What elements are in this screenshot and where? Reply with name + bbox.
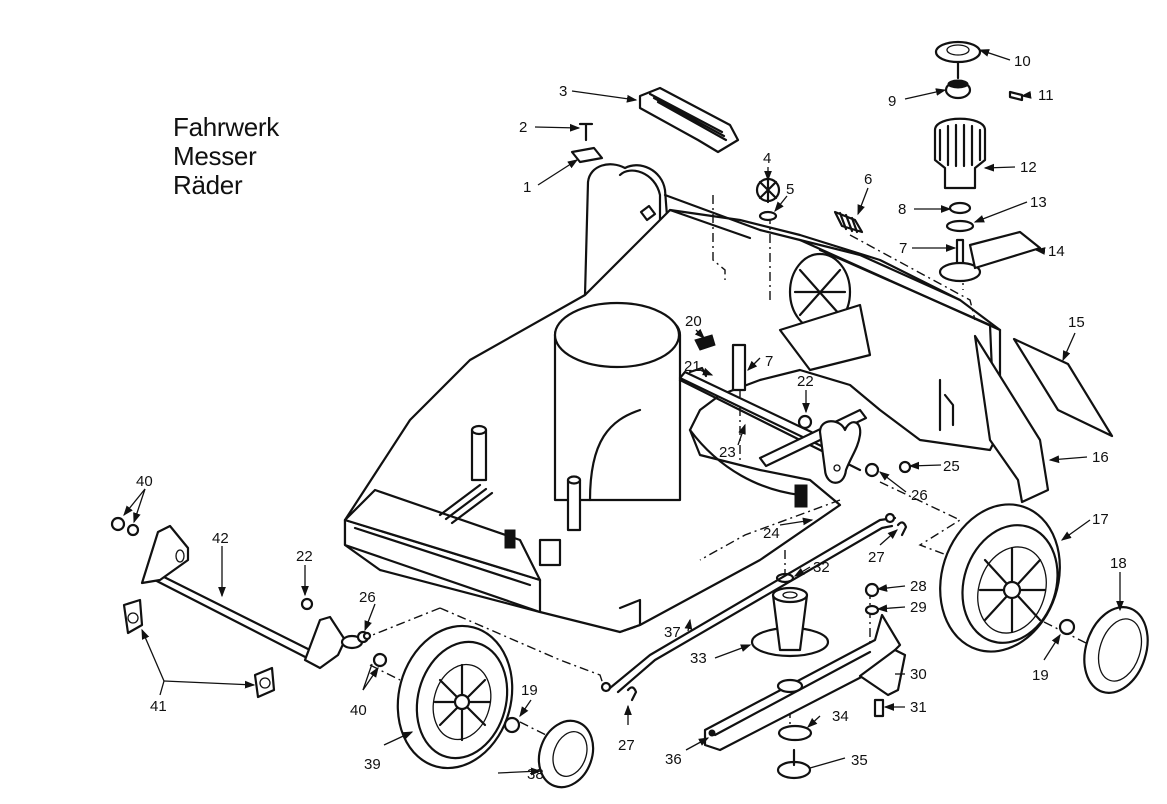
part-wheel-nut-19-left: [503, 716, 521, 734]
callout-26-front: 26: [359, 589, 376, 606]
part-screw-2: [578, 122, 594, 142]
part-flap-15: [1012, 337, 1114, 438]
callout-22-rear: 22: [797, 373, 814, 390]
callout-7-lower: 7: [765, 353, 773, 370]
part-rear-wheel-17: [939, 503, 1061, 653]
part-bearing-bracket-41: [122, 598, 276, 699]
part-bracket-30: [858, 648, 907, 697]
callout-40-right: 40: [350, 702, 367, 719]
callout-35: 35: [851, 752, 868, 769]
callout-4: 4: [763, 150, 771, 167]
part-clip-1: [570, 146, 604, 164]
callout-18: 18: [1110, 555, 1127, 572]
part-handle-grip-3: [638, 86, 740, 154]
callout-12: 12: [1020, 159, 1037, 176]
callout-39: 39: [364, 756, 381, 773]
callout-29: 29: [910, 599, 927, 616]
part-connecting-rod-37: [600, 512, 908, 702]
callout-34: 34: [832, 708, 849, 725]
part-washer-5: [758, 210, 778, 222]
part-washer-32: [775, 572, 795, 584]
gear-assembly: [933, 40, 1042, 283]
part-hub-cap-18: [1083, 606, 1149, 694]
leader-lines: [123, 49, 1124, 776]
title-line-chassis: Fahrwerk: [173, 112, 279, 142]
part-front-wheel-39: [396, 624, 514, 770]
callout-20: 20: [685, 313, 702, 330]
callout-17: 17: [1092, 511, 1109, 528]
callout-9: 9: [888, 93, 896, 110]
callout-21: 21: [684, 358, 701, 375]
callout-41: 41: [150, 698, 167, 715]
callout-27-rear: 27: [868, 549, 885, 566]
callout-27-front: 27: [618, 737, 635, 754]
callout-7-upper: 7: [899, 240, 907, 257]
title-line-blade: Messer: [173, 141, 257, 171]
callout-32: 32: [813, 559, 830, 576]
callout-3: 3: [559, 83, 567, 100]
part-spring-6: [833, 210, 864, 234]
callout-10: 10: [1014, 53, 1031, 70]
part-star-knob-4: [755, 176, 781, 204]
callout-42: 42: [212, 530, 229, 547]
callout-24: 24: [763, 525, 780, 542]
callout-19-left: 19: [521, 682, 538, 699]
callout-36: 36: [665, 751, 682, 768]
callout-38: 38: [527, 766, 544, 783]
callout-22-front: 22: [296, 548, 313, 565]
callout-5: 5: [786, 181, 794, 198]
part-wheel-nut-19-right: [1058, 618, 1076, 636]
callout-30: 30: [910, 666, 927, 683]
callout-2: 2: [519, 119, 527, 136]
assembly-lines: [359, 195, 1091, 743]
callout-13: 13: [1030, 194, 1047, 211]
callout-28: 28: [910, 578, 927, 595]
callout-6: 6: [864, 171, 872, 188]
callout-19-right: 19: [1032, 667, 1049, 684]
callout-40-left: 40: [136, 473, 153, 490]
callout-33: 33: [690, 650, 707, 667]
small-rear-parts: [688, 334, 912, 508]
title-line-wheels: Räder: [173, 170, 243, 200]
callout-11: 11: [1038, 87, 1054, 104]
small-blade-parts: [776, 582, 885, 780]
adjust-lever: [818, 420, 862, 484]
callout-23: 23: [719, 444, 736, 461]
callout-15: 15: [1068, 314, 1085, 331]
small-front-parts: [110, 516, 388, 668]
callout-numbers: 1 2 3 4 5 6 7 7 8 9 10 11 12 13 14 15 16…: [136, 53, 1127, 783]
part-blade-hub-33: [750, 586, 830, 658]
part-front-axle-42: [140, 524, 370, 670]
callout-14: 14: [1048, 243, 1065, 260]
callout-1: 1: [523, 179, 531, 196]
callout-37: 37: [664, 624, 681, 641]
callout-26-rear: 26: [911, 487, 928, 504]
callout-16: 16: [1092, 449, 1109, 466]
mower-housing: [343, 163, 1002, 634]
title-block: Fahrwerk Messer Räder: [173, 113, 279, 200]
callout-25: 25: [943, 458, 960, 475]
callout-31: 31: [910, 699, 927, 716]
callout-8: 8: [898, 201, 906, 218]
part-rear-guard-16: [973, 334, 1050, 504]
part-hub-cap-38: [537, 719, 595, 789]
